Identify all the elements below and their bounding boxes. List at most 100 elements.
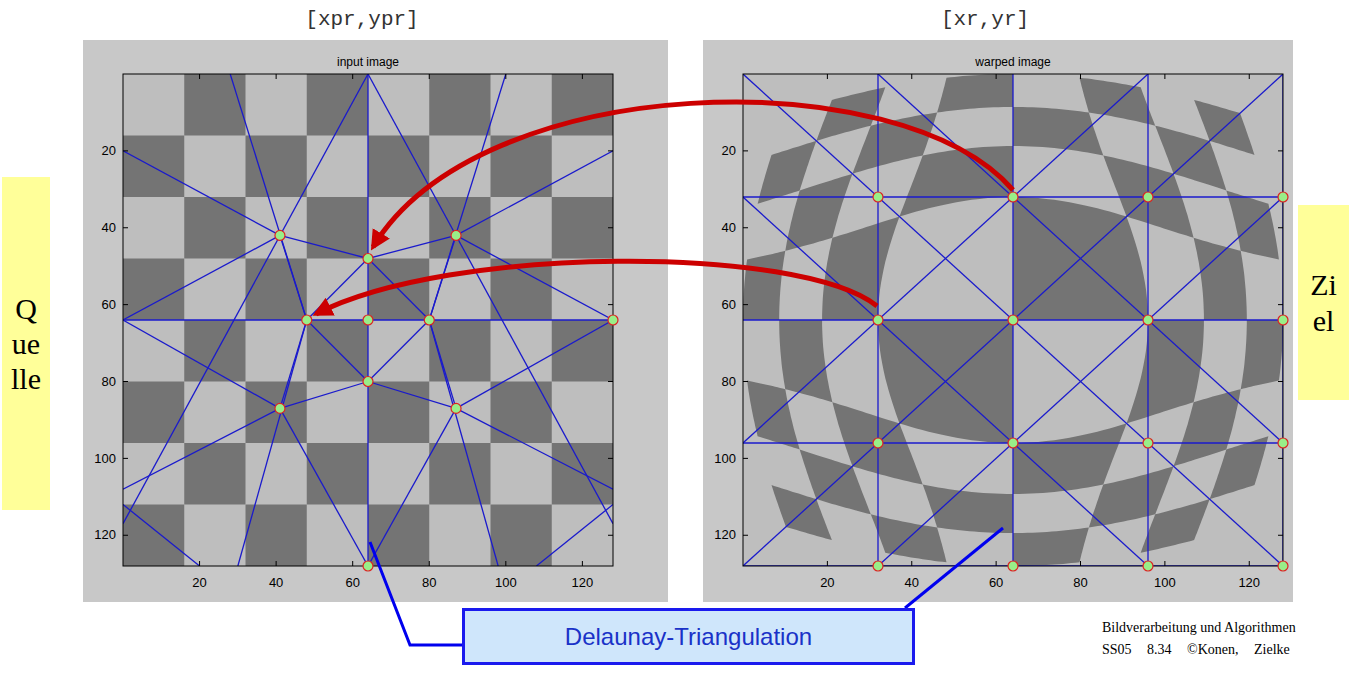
axis-tick-label: 40 xyxy=(722,220,736,236)
tick-mark xyxy=(608,304,613,305)
control-point xyxy=(363,315,373,325)
plot-title: warped image xyxy=(975,55,1050,69)
triangulation-edge xyxy=(123,505,200,567)
triangulation-edge xyxy=(743,74,1283,566)
axis-tick-label: 40 xyxy=(269,575,283,591)
tick-mark xyxy=(123,535,128,536)
triangulation-edge xyxy=(429,74,506,320)
axis-tick-label: 40 xyxy=(905,575,919,591)
warped-square xyxy=(923,485,1013,534)
checker-square xyxy=(123,259,184,321)
triangulation-edge xyxy=(456,235,613,320)
control-point xyxy=(363,561,373,571)
control-point xyxy=(1278,315,1288,325)
mapping-arrow xyxy=(373,102,1013,247)
control-point xyxy=(1278,192,1288,202)
tick-mark xyxy=(996,561,997,566)
triangulation-lines xyxy=(743,74,1283,566)
axes-frame xyxy=(743,74,1283,566)
coordinate-label: [xpr,ypr] xyxy=(305,7,418,32)
axis-tick-label: 80 xyxy=(722,374,736,390)
tick-mark xyxy=(1164,74,1165,79)
tick-mark xyxy=(1278,304,1283,305)
triangulation-edge xyxy=(368,74,613,524)
tick-mark xyxy=(276,74,277,79)
triangulation-edge xyxy=(456,320,613,408)
tick-marks xyxy=(123,74,1283,566)
tick-mark xyxy=(276,561,277,566)
checker-ground xyxy=(123,74,613,566)
warped-square xyxy=(1013,107,1103,156)
triangulation-edge xyxy=(280,382,368,409)
coordinate-label: [xr,yr] xyxy=(941,7,1029,32)
triangulation-edge xyxy=(743,74,1283,566)
tick-mark xyxy=(743,150,748,151)
tick-mark xyxy=(1278,535,1283,536)
triangulation-edge xyxy=(307,320,368,382)
tick-mark xyxy=(505,74,506,79)
tick-mark xyxy=(123,304,128,305)
checker-square xyxy=(491,382,552,444)
axis-tick-label: 120 xyxy=(572,575,594,591)
tick-mark xyxy=(1249,561,1250,566)
checker-square xyxy=(123,382,184,444)
axis-tick-label: 100 xyxy=(495,575,517,591)
vertical-label: Ziel xyxy=(1309,267,1339,337)
tick-mark xyxy=(505,561,506,566)
axis-tick-label: 20 xyxy=(102,143,116,159)
tick-mark xyxy=(1249,74,1250,79)
tick-mark xyxy=(429,74,430,79)
triangulation-edge xyxy=(368,320,429,382)
control-point xyxy=(363,377,373,387)
control-point xyxy=(302,315,312,325)
checker-square xyxy=(246,505,307,567)
tick-mark xyxy=(743,458,748,459)
checker-square xyxy=(429,443,490,505)
control-point xyxy=(608,315,618,325)
triangulation-edge xyxy=(238,320,307,566)
tick-mark xyxy=(199,561,200,566)
triangulation-edge xyxy=(123,151,280,236)
warped-square xyxy=(1194,238,1247,320)
control-point xyxy=(275,230,285,240)
checker-square xyxy=(184,74,245,136)
tick-mark xyxy=(743,227,748,228)
control-point xyxy=(363,254,373,264)
control-point xyxy=(1143,561,1153,571)
control-point xyxy=(1143,192,1153,202)
plot-title: input image xyxy=(337,55,399,69)
tick-mark xyxy=(1278,150,1283,151)
axis-tick-label: 20 xyxy=(722,143,736,159)
axis-tick-label: 120 xyxy=(714,527,736,543)
warped-checkerboard xyxy=(743,74,1283,566)
control-point xyxy=(873,315,883,325)
control-point xyxy=(873,438,883,448)
checker-square xyxy=(307,197,368,259)
tick-mark xyxy=(1080,561,1081,566)
mapping-arrow xyxy=(316,261,877,314)
axis-tick-label: 80 xyxy=(102,374,116,390)
tick-mark xyxy=(123,150,128,151)
axis-tick-label: 120 xyxy=(94,527,116,543)
tick-mark xyxy=(827,561,828,566)
warped-square xyxy=(1210,436,1269,499)
checker-square xyxy=(552,320,613,382)
control-point xyxy=(1278,438,1288,448)
checker-square xyxy=(123,505,184,567)
triangulation-edge xyxy=(743,74,1148,443)
warped-square xyxy=(1141,499,1210,553)
axis-tick-label: 80 xyxy=(1073,575,1087,591)
target-label-box: Ziel xyxy=(1298,205,1349,400)
axes-frame xyxy=(123,74,613,566)
checker-square xyxy=(246,382,307,444)
checker-square xyxy=(552,197,613,259)
control-point xyxy=(1143,438,1153,448)
tick-mark xyxy=(352,561,353,566)
checkerboard xyxy=(123,74,613,566)
method-box: Delaunay-Triangulation xyxy=(462,608,915,665)
control-point xyxy=(451,403,461,413)
tick-mark xyxy=(743,381,748,382)
triangulation-edge xyxy=(123,408,280,489)
control-point xyxy=(1008,192,1018,202)
